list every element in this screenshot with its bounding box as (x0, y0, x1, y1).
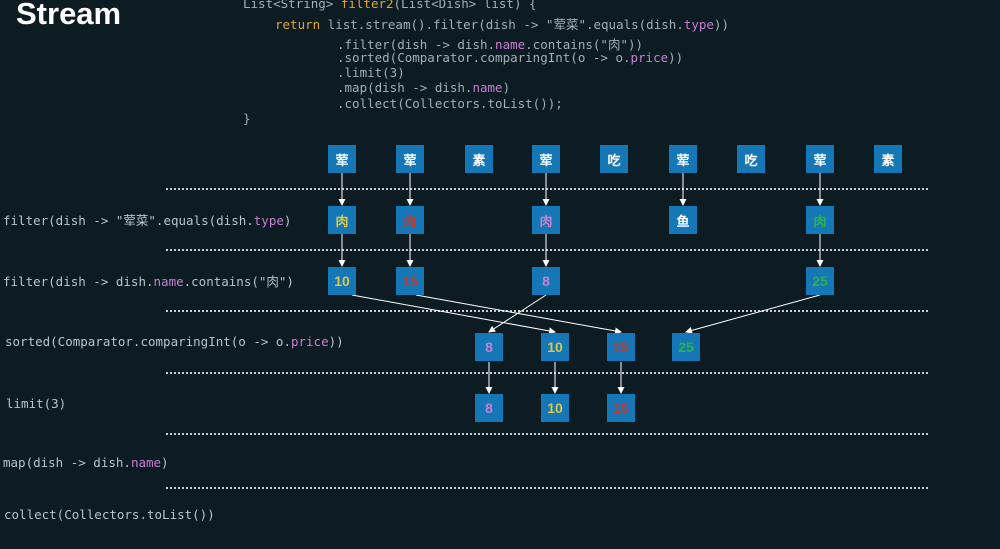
filtered-type-box: 肉 (328, 206, 356, 234)
source-item-box: 荤 (532, 145, 560, 173)
code-line-7: .collect(Collectors.toList()); (337, 96, 563, 111)
label-text: .contains("肉") (183, 274, 294, 289)
sorted-box: 10 (541, 333, 569, 361)
code-text: )) (668, 50, 684, 65)
stage-label-filter-type: filter(dish -> "荤菜".equals(dish.type) (3, 210, 291, 229)
label-text: filter(dish -> dish. (3, 274, 154, 289)
filtered-name-box: 10 (328, 267, 356, 295)
code-line-6: .map(dish -> dish.name) (337, 80, 510, 95)
code-line-3: .filter(dish -> dish.name.contains("肉")) (337, 34, 643, 53)
label-text: limit(3) (6, 396, 67, 411)
label-field: name (130, 455, 162, 470)
label-text: filter(dish -> "荤菜".equals(dish. (3, 213, 254, 228)
stage-divider (166, 188, 928, 190)
filtered-type-box: 肉 (806, 206, 834, 234)
source-item-box: 素 (465, 145, 493, 173)
code-text: List<String> (243, 0, 341, 11)
stage-label-limit: limit(3) (6, 396, 66, 411)
source-item-box: 荤 (328, 145, 356, 173)
code-method-name: filter2 (340, 0, 394, 11)
label-field: type (253, 213, 284, 228)
sorted-box: 15 (607, 333, 635, 361)
page-title: Stream (16, 0, 122, 31)
filtered-name-box: 15 (396, 267, 424, 295)
stage-divider (166, 310, 928, 312)
label-text: sorted(Comparator.comparingInt(o -> o. (5, 334, 291, 349)
code-text: list.stream().filter(dish -> "荤菜".equals… (320, 17, 684, 32)
filtered-type-box: 肉 (532, 206, 560, 234)
stage-label-map: map(dish -> dish.name) (3, 455, 169, 470)
label-field: name (153, 274, 184, 289)
stage-label-collect: collect(Collectors.toList()) (4, 507, 215, 522)
label-text: ) (283, 213, 292, 228)
source-item-box: 吃 (737, 145, 765, 173)
limited-box: 10 (541, 394, 569, 422)
code-text: (List<Dish> list) { (393, 0, 537, 11)
code-field: price (630, 50, 669, 65)
limited-box: 15 (607, 394, 635, 422)
code-field: type (683, 17, 714, 32)
code-text: )) (713, 17, 729, 32)
label-text: collect(Collectors.toList()) (4, 507, 215, 522)
stage-divider (166, 487, 928, 489)
code-field: name (472, 80, 503, 95)
label-text: map(dish -> dish. (3, 455, 131, 470)
code-line-5: .limit(3) (337, 65, 405, 80)
code-line-2: return list.stream().filter(dish -> "荤菜"… (275, 14, 729, 33)
source-item-box: 荤 (806, 145, 834, 173)
stage-label-filter-name: filter(dish -> dish.name.contains("肉") (3, 271, 294, 290)
code-text: .map(dish -> dish. (337, 80, 473, 95)
flow-arrow (351, 294, 556, 335)
flow-arrow (488, 294, 547, 333)
filtered-name-box: 8 (532, 267, 560, 295)
stage-divider (166, 372, 928, 374)
code-line-8: } (243, 111, 251, 126)
label-text: )) (328, 334, 344, 349)
flow-arrow (685, 294, 821, 334)
code-field: name (495, 37, 526, 52)
code-text: .contains("肉")) (525, 37, 644, 52)
label-field: price (290, 334, 329, 349)
filtered-name-box: 25 (806, 267, 834, 295)
source-item-box: 荤 (669, 145, 697, 173)
flow-arrow (415, 294, 622, 335)
stage-divider (166, 249, 928, 251)
code-line-1: List<String> filter2(List<Dish> list) { (243, 0, 537, 11)
code-text: .filter(dish -> dish. (337, 37, 496, 52)
filtered-type-box: 鱼 (669, 206, 697, 234)
stage-divider (166, 433, 928, 435)
label-text: ) (161, 455, 169, 470)
sorted-box: 25 (672, 333, 700, 361)
source-item-box: 素 (874, 145, 902, 173)
source-item-box: 荤 (396, 145, 424, 173)
filtered-type-box: 肉 (396, 206, 424, 234)
stage-label-sorted: sorted(Comparator.comparingInt(o -> o.pr… (5, 334, 344, 349)
code-text: ) (502, 80, 511, 95)
code-line-4: .sorted(Comparator.comparingInt(o -> o.p… (337, 50, 683, 65)
code-keyword: return (275, 17, 321, 32)
code-text: .sorted(Comparator.comparingInt(o -> o. (337, 50, 631, 65)
source-item-box: 吃 (600, 145, 628, 173)
sorted-box: 8 (475, 333, 503, 361)
limited-box: 8 (475, 394, 503, 422)
